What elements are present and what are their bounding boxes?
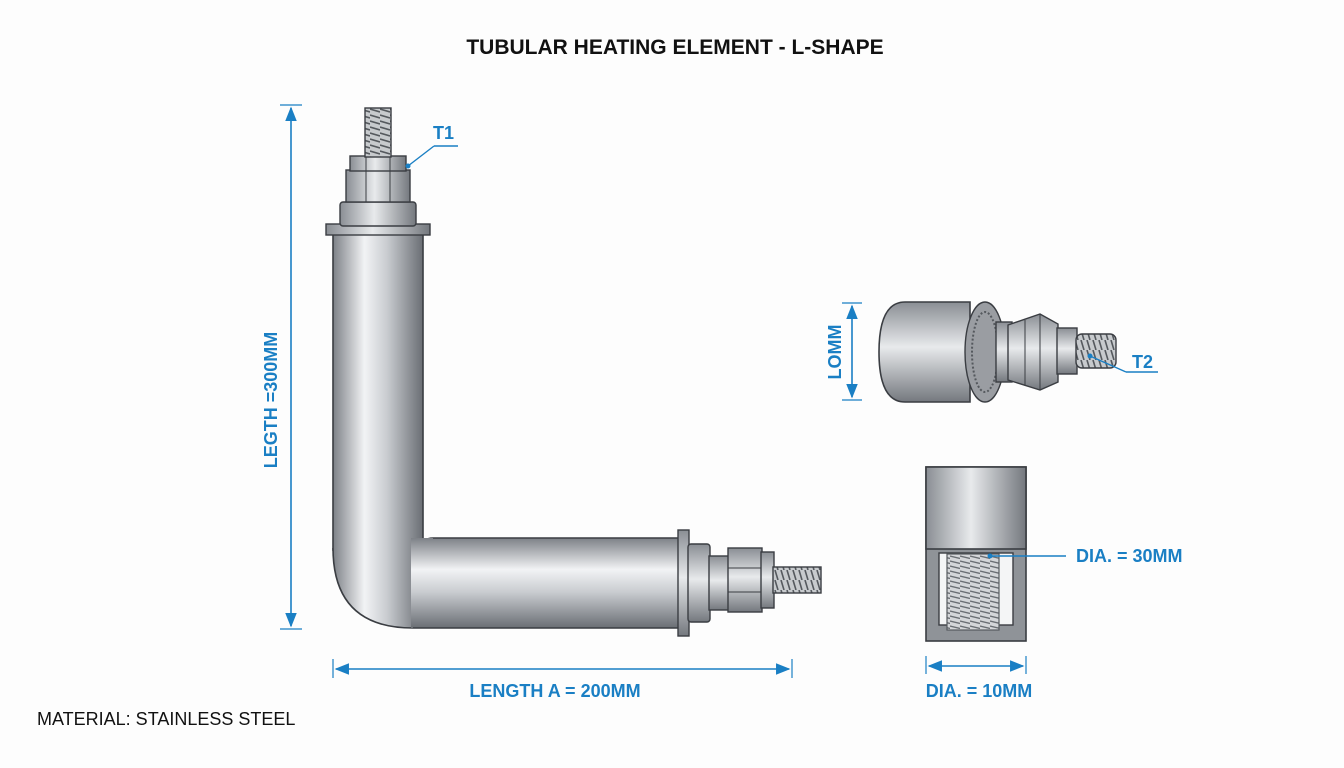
l-shaped-tube <box>332 231 681 629</box>
vertical-length-dimension: LEGTH =300MM <box>261 104 302 630</box>
t2-callout: T2 <box>1087 352 1158 373</box>
section-inner-thread <box>946 553 1000 631</box>
side-height-dimension: LOMM <box>825 302 862 401</box>
t1-callout: T1 <box>405 123 458 169</box>
top-thread <box>364 107 392 158</box>
side-thread <box>1075 333 1117 369</box>
length-a-label: LENGTH A = 200MM <box>469 681 640 701</box>
side-height-label: LOMM <box>825 325 845 380</box>
page-title: TUBULAR HEATING ELEMENT - L-SHAPE <box>466 36 883 59</box>
section-view <box>925 466 1027 642</box>
t1-label: T1 <box>433 123 454 143</box>
side-view <box>878 301 1117 403</box>
material-note: MATERIAL: STAINLESS STEEL <box>37 709 295 729</box>
top-terminal <box>325 107 431 236</box>
dia-outer-callout: DIA. = 30MM <box>987 546 1183 566</box>
dia-inner-dimension: DIA. = 10MM <box>925 656 1033 701</box>
dia-outer-label: DIA. = 30MM <box>1076 546 1183 566</box>
right-terminal <box>677 529 822 637</box>
right-thread <box>772 566 822 594</box>
vertical-length-label: LEGTH =300MM <box>261 332 281 469</box>
dia-inner-label: DIA. = 10MM <box>926 681 1033 701</box>
t2-label: T2 <box>1132 352 1153 372</box>
horizontal-length-dimension: LENGTH A = 200MM <box>332 659 793 701</box>
